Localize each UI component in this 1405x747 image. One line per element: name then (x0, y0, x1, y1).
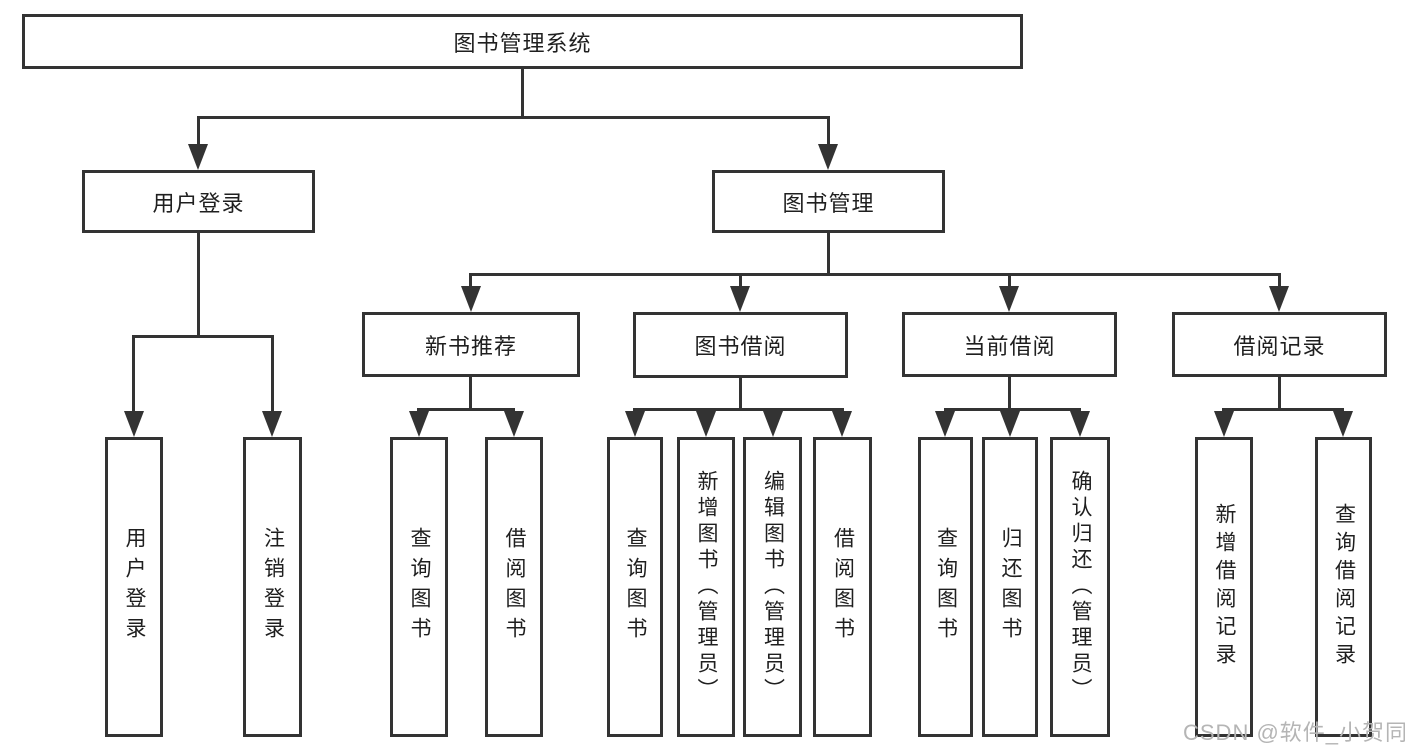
arrowhead-bw-add (696, 411, 716, 437)
connector-bw-branch (633, 408, 844, 411)
connector-nb-branch (417, 408, 515, 411)
node-book-borrow: 图书借阅 (633, 312, 848, 378)
leaf-rec-query-record-label: 查询借阅记录 (1332, 503, 1356, 671)
node-book-management: 图书管理 (712, 170, 945, 233)
arrowhead-user-login (124, 411, 144, 437)
connector-drop-rec (1278, 273, 1281, 289)
connector-drop-mgmt (827, 116, 830, 146)
leaf-user-login: 用户登录 (105, 437, 163, 737)
leaf-logout-label: 注销登录 (261, 527, 285, 647)
leaf-cur-return-book: 归还图书 (982, 437, 1038, 737)
connector-nb-stem (469, 377, 472, 408)
arrowhead-nb-borrow (504, 411, 524, 437)
node-current-borrow-label: 当前借阅 (963, 333, 1056, 359)
leaf-bw-borrow-book-label: 借阅图书 (831, 527, 855, 647)
leaf-nb-borrow-book-label: 借阅图书 (503, 527, 526, 647)
connector-cur-stem (1008, 377, 1011, 408)
arrowhead-nb-query (409, 411, 429, 437)
connector-drop-logout (271, 335, 274, 413)
arrowhead-cur (999, 286, 1019, 312)
leaf-nb-query-book: 查询图书 (390, 437, 448, 737)
node-user-login-label: 用户登录 (152, 190, 245, 216)
node-root-label: 图书管理系统 (453, 30, 592, 56)
connector-root-stem (521, 68, 524, 119)
leaf-bw-edit-book-admin: 编辑图书（管理员） (743, 437, 802, 737)
arrowhead-cur-confirm (1070, 411, 1090, 437)
node-root: 图书管理系统 (22, 14, 1023, 69)
arrowhead-logout (262, 411, 282, 437)
leaf-nb-query-book-label: 查询图书 (408, 527, 431, 647)
node-book-management-label: 图书管理 (782, 190, 875, 216)
arrowhead-rec (1269, 286, 1289, 312)
leaf-bw-add-book-admin: 新增图书（管理员） (677, 437, 735, 737)
leaf-rec-query-record: 查询借阅记录 (1315, 437, 1372, 737)
arrowhead-bw-edit (763, 411, 783, 437)
leaf-logout: 注销登录 (243, 437, 302, 737)
leaf-bw-add-book-admin-label: 新增图书（管理员） (695, 470, 718, 704)
leaf-bw-query-book-label: 查询图书 (624, 527, 647, 647)
connector-cur-branch (944, 408, 1081, 411)
connector-rec-stem (1278, 377, 1281, 408)
node-current-borrow: 当前借阅 (902, 312, 1117, 377)
arrowhead-bw (730, 286, 750, 312)
arrowhead-bw-borrow (832, 411, 852, 437)
leaf-bw-borrow-book: 借阅图书 (813, 437, 872, 737)
connector-drop-bw (739, 273, 742, 289)
arrowhead-login (188, 144, 208, 170)
leaf-cur-query-book: 查询图书 (918, 437, 973, 737)
leaf-cur-confirm-return-admin-label: 确认归还（管理员） (1069, 470, 1092, 704)
connector-rec-branch (1222, 408, 1344, 411)
leaf-bw-edit-book-admin-label: 编辑图书（管理员） (761, 470, 785, 704)
node-book-borrow-label: 图书借阅 (694, 334, 787, 359)
arrowhead-cur-return (1000, 411, 1020, 437)
connector-mgmt-stem (827, 232, 830, 273)
leaf-cur-confirm-return-admin: 确认归还（管理员） (1050, 437, 1110, 737)
connector-drop-user-login (132, 335, 135, 413)
arrowhead-rec-add (1214, 411, 1234, 437)
leaf-user-login-label: 用户登录 (123, 527, 146, 647)
leaf-rec-add-record-label: 新增借阅记录 (1213, 503, 1236, 671)
connector-login-stem (197, 232, 200, 335)
leaf-cur-return-book-label: 归还图书 (999, 527, 1022, 647)
arrowhead-cur-query (935, 411, 955, 437)
arrowhead-mgmt (818, 144, 838, 170)
connector-login-branch (132, 335, 273, 338)
node-borrow-record-label: 借阅记录 (1233, 333, 1326, 359)
node-new-book-recommend-label: 新书推荐 (424, 333, 517, 359)
leaf-rec-add-record: 新增借阅记录 (1195, 437, 1253, 737)
connector-root-branch (197, 116, 830, 119)
node-borrow-record: 借阅记录 (1172, 312, 1387, 377)
arrowhead-bw-query (625, 411, 645, 437)
node-user-login: 用户登录 (82, 170, 315, 233)
leaf-nb-borrow-book: 借阅图书 (485, 437, 543, 737)
connector-mgmt-branch (469, 273, 1280, 276)
leaf-cur-query-book-label: 查询图书 (934, 527, 958, 647)
leaf-bw-query-book: 查询图书 (607, 437, 663, 737)
connector-drop-cur (1008, 273, 1011, 289)
connector-drop-nb (469, 273, 472, 289)
csdn-watermark: CSDN @软件_小贺同学 (1183, 720, 1405, 745)
node-new-book-recommend: 新书推荐 (362, 312, 580, 377)
arrowhead-rec-query (1333, 411, 1353, 437)
connector-bw-stem (739, 378, 742, 408)
connector-drop-login (197, 116, 200, 146)
arrowhead-nb (461, 286, 481, 312)
